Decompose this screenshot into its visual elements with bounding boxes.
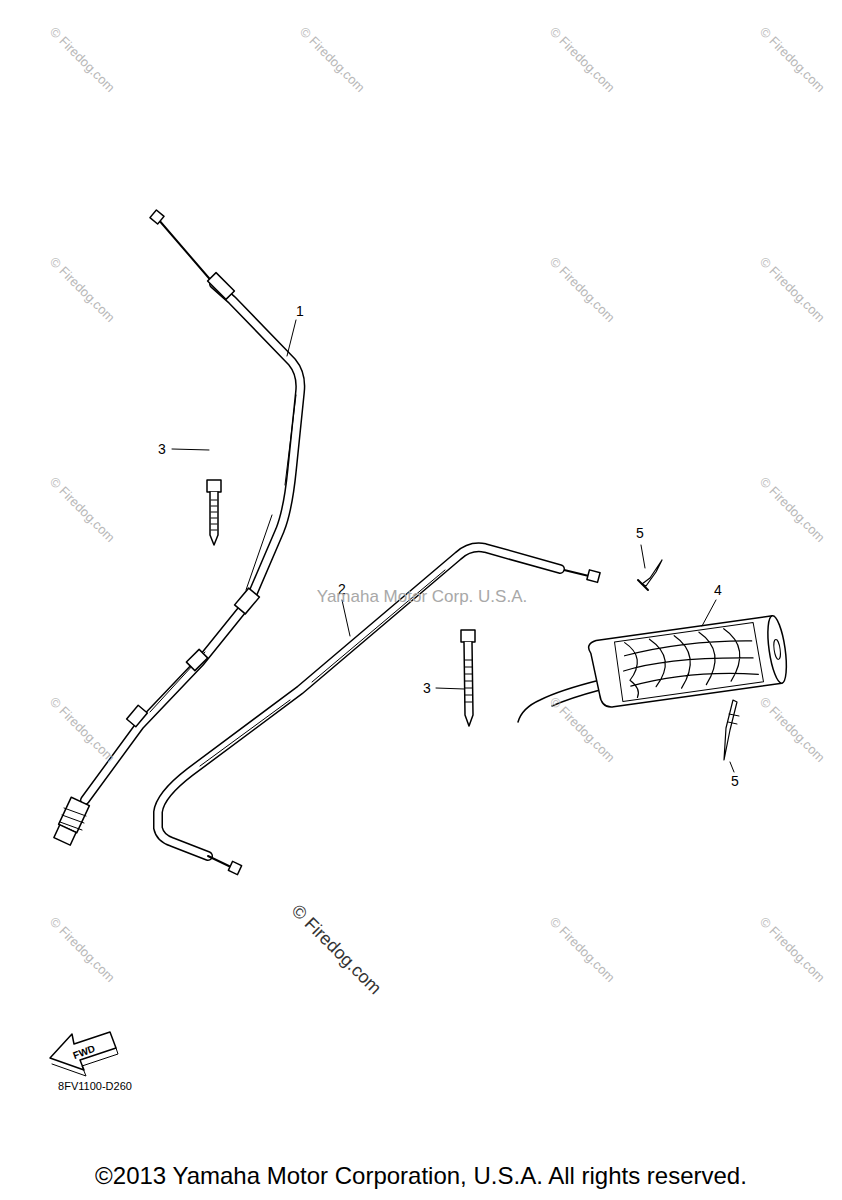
watermark: © Firedog.com xyxy=(757,25,828,96)
copyright-notice: ©2013 Yamaha Motor Corporation, U.S.A. A… xyxy=(95,1163,747,1189)
callout-number: 1 xyxy=(296,304,304,319)
callout-number: 4 xyxy=(714,583,722,598)
watermark: © Firedog.com xyxy=(287,901,385,999)
watermark: © Firedog.com xyxy=(757,695,828,766)
watermark: © Firedog.com xyxy=(547,255,618,326)
watermark: © Firedog.com xyxy=(547,25,618,96)
callout-number: 3 xyxy=(423,681,431,696)
watermark: © Firedog.com xyxy=(547,915,618,986)
watermark: © Firedog.com xyxy=(757,475,828,546)
callout-number: 5 xyxy=(731,774,739,789)
watermark: © Firedog.com xyxy=(757,915,828,986)
diagram-code: 8FV1100-D260 xyxy=(58,1080,132,1092)
watermark: © Firedog.com xyxy=(47,915,118,986)
watermark: © Firedog.com xyxy=(47,255,118,326)
watermark: © Firedog.com xyxy=(757,255,828,326)
watermark: © Firedog.com xyxy=(47,695,118,766)
watermark: © Firedog.com xyxy=(47,475,118,546)
watermark: © Firedog.com xyxy=(47,25,118,96)
callout-number: 5 xyxy=(636,526,644,541)
watermark: © Firedog.com xyxy=(297,25,368,96)
watermark: Yamaha Motor Corp. U.S.A. xyxy=(317,588,527,607)
callout-number: 3 xyxy=(158,442,166,457)
